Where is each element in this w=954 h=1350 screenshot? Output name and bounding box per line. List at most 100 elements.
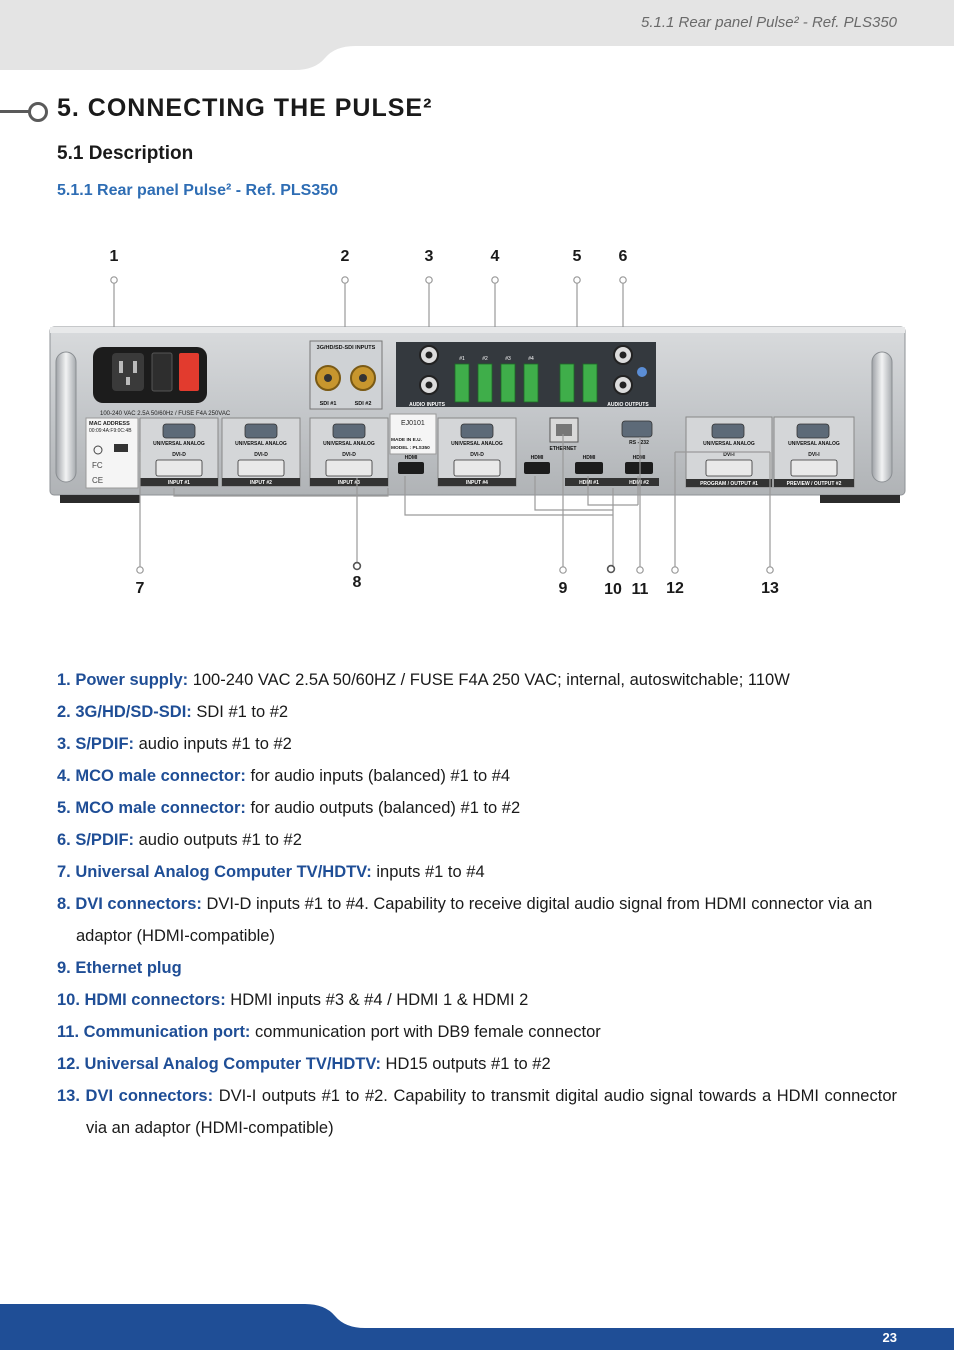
input4-label: INPUT #4: [466, 480, 488, 486]
item-label: 2. 3G/HD/SD-SDI:: [57, 703, 192, 721]
item-text: DVI-I outputs #1 to #2. Capability to tr…: [86, 1087, 897, 1137]
svg-text:#4: #4: [528, 356, 534, 362]
item-label: 4. MCO male connector:: [57, 767, 246, 785]
connector-description-list: 1. Power supply: 100-240 VAC 2.5A 50/60H…: [57, 664, 897, 1144]
callout-number: 13: [761, 580, 779, 597]
callout-number: 4: [490, 248, 500, 265]
item-text: audio inputs #1 to #2: [134, 735, 292, 753]
mac-address-value: 00:09:4A:F9:0C:4B: [89, 428, 132, 434]
svg-text:#2: #2: [482, 356, 488, 362]
rear-panel-drawing: 100-240 VAC 2.5A 50/60Hz / FUSE F4A 250V…: [49, 276, 906, 574]
item-text: communication port with DB9 female conne…: [250, 1023, 601, 1041]
list-item: 8. DVI connectors: DVI-D inputs #1 to #4…: [57, 888, 897, 952]
svg-text:#1: #1: [459, 356, 465, 362]
hdmi-label-3: HDMI: [405, 455, 418, 461]
analog-label-3: UNIVERSAL ANALOG: [323, 441, 375, 447]
chapter-rule: [0, 110, 30, 113]
dvi-d-label-3: DVI-D: [342, 452, 356, 458]
dvi-d-label-1: DVI-D: [172, 452, 186, 458]
item-label: 6. S/PDIF:: [57, 831, 135, 849]
item-label: 11. Communication port:: [57, 1023, 251, 1041]
callout-number: 2: [340, 248, 350, 265]
svg-text:FC: FC: [92, 461, 103, 470]
analog-label-out1: UNIVERSAL ANALOG: [703, 441, 755, 447]
item-label: 3. S/PDIF:: [57, 735, 135, 753]
analog-label-2: UNIVERSAL ANALOG: [235, 441, 287, 447]
serial-label: EJ0101: [401, 420, 425, 427]
callout-number: 7: [135, 580, 145, 597]
input1-label: INPUT #1: [168, 480, 190, 486]
hdmi2-label: HDMI #2: [629, 480, 649, 486]
rs232-label: RS - 232: [629, 440, 649, 446]
item-text: 100-240 VAC 2.5A 50/60HZ / FUSE F4A 250 …: [188, 671, 790, 689]
callout-number: 12: [666, 580, 684, 597]
item-text: for audio inputs (balanced) #1 to #4: [245, 767, 511, 785]
item-text: for audio outputs (balanced) #1 to #2: [245, 799, 521, 817]
item-label: 7. Universal Analog Computer TV/HDTV:: [57, 863, 372, 881]
list-item: 7. Universal Analog Computer TV/HDTV: in…: [57, 856, 897, 888]
list-item: 9. Ethernet plug: [57, 952, 897, 984]
header-band: [0, 0, 954, 70]
item-label: 5. MCO male connector:: [57, 799, 246, 817]
footer-band: [0, 1304, 954, 1350]
preview-output-label: PREVIEW / OUTPUT #2: [787, 481, 842, 487]
svg-text:#3: #3: [505, 356, 511, 362]
callout-number: 1: [109, 248, 119, 265]
item-label: 9. Ethernet plug: [57, 959, 182, 977]
item-text: SDI #1 to #2: [191, 703, 289, 721]
list-item: 11. Communication port: communication po…: [57, 1016, 897, 1048]
chapter-title: 5. CONNECTING THE PULSE²: [57, 94, 433, 122]
program-output-label: PROGRAM / OUTPUT #1: [700, 481, 758, 487]
mac-address-label: MAC ADDRESS: [89, 421, 130, 427]
rear-panel-figure: 1 2 3 4 5 6 7 8 9 10 11 12 13: [0, 240, 954, 610]
chapter-bullet-icon: [28, 102, 48, 122]
chapter-heading: 5. CONNECTING THE PULSE²: [0, 92, 954, 132]
audio-inputs-label: AUDIO INPUTS: [409, 402, 446, 408]
dvi-i-label-2: DVI-I: [808, 452, 820, 458]
item-text: DVI-D inputs #1 to #4. Capability to rec…: [76, 895, 873, 945]
list-item: 6. S/PDIF: audio outputs #1 to #2: [57, 824, 897, 856]
list-item: 3. S/PDIF: audio inputs #1 to #2: [57, 728, 897, 760]
item-label: 12. Universal Analog Computer TV/HDTV:: [57, 1055, 381, 1073]
list-item: 12. Universal Analog Computer TV/HDTV: H…: [57, 1048, 897, 1080]
item-text: audio outputs #1 to #2: [134, 831, 302, 849]
running-header: 5.1.1 Rear panel Pulse² - Ref. PLS350: [641, 14, 897, 31]
dvi-d-label-2: DVI-D: [254, 452, 268, 458]
hdmi-label-4: HDMI: [531, 455, 544, 461]
list-item: 1. Power supply: 100-240 VAC 2.5A 50/60H…: [57, 664, 897, 696]
item-label: 10. HDMI connectors:: [57, 991, 226, 1009]
analog-label-out2: UNIVERSAL ANALOG: [788, 441, 840, 447]
callout-number: 5: [572, 248, 582, 265]
model-label: MODEL : PLS350: [391, 445, 430, 451]
analog-label-4: UNIVERSAL ANALOG: [451, 441, 503, 447]
callout-number: 6: [618, 248, 628, 265]
item-text: HD15 outputs #1 to #2: [380, 1055, 551, 1073]
item-text: HDMI inputs #3 & #4 / HDMI 1 & HDMI 2: [225, 991, 529, 1009]
input2-label: INPUT #2: [250, 480, 272, 486]
hdmi-label-out2: HDMI: [633, 455, 646, 461]
callout-number: 8: [352, 574, 362, 591]
item-text: inputs #1 to #4: [371, 863, 485, 881]
made-in-label: MADE IN E.U.: [391, 437, 422, 443]
callout-number: 9: [558, 580, 568, 597]
power-rating-label: 100-240 VAC 2.5A 50/60Hz / FUSE F4A 250V…: [100, 411, 231, 417]
hdmi1-label: HDMI #1: [579, 480, 599, 486]
callout-number: 3: [424, 248, 434, 265]
audio-outputs-label: AUDIO OUTPUTS: [607, 402, 649, 408]
svg-text:CE: CE: [92, 476, 103, 485]
callout-number: 10: [604, 581, 622, 598]
input3-label: INPUT #3: [338, 480, 360, 486]
subsection-title: 5.1.1 Rear panel Pulse² - Ref. PLS350: [57, 182, 339, 199]
list-item: 5. MCO male connector: for audio outputs…: [57, 792, 897, 824]
hdmi-label-out1: HDMI: [583, 455, 596, 461]
sdi1-label: SDI #1: [320, 401, 337, 407]
callout-number: 11: [631, 581, 649, 598]
sdi2-label: SDI #2: [355, 401, 372, 407]
page-number: 23: [882, 1330, 897, 1345]
analog-label-1: UNIVERSAL ANALOG: [153, 441, 205, 447]
item-label: 8. DVI connectors:: [57, 895, 202, 913]
list-item: 13. DVI connectors: DVI-I outputs #1 to …: [57, 1080, 897, 1144]
dvi-i-label-1: DVI-I: [723, 452, 735, 458]
section-title: 5.1 Description: [57, 143, 194, 164]
dvi-d-label-4: DVI-D: [470, 452, 484, 458]
